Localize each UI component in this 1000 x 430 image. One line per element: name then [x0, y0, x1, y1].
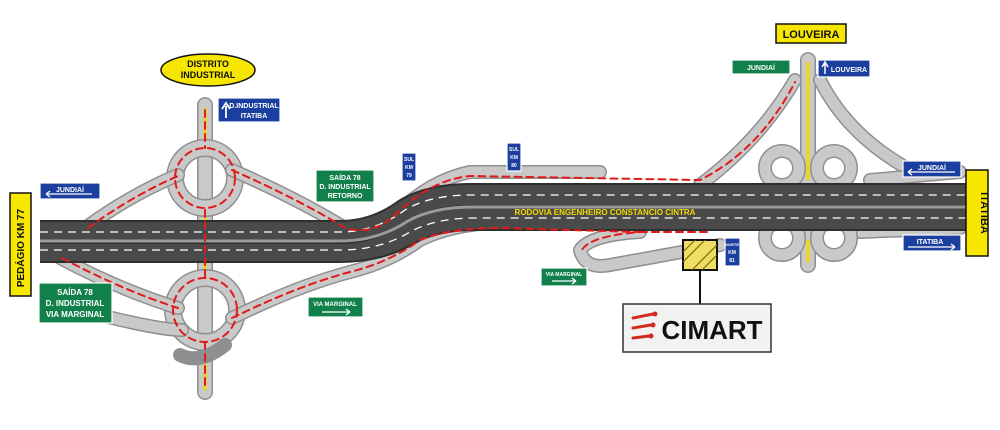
- retorno-line-3: RETORNO: [328, 193, 363, 200]
- arrow-right-icon: [908, 243, 956, 251]
- sign-sul-km80: SUL KM 80: [506, 142, 522, 172]
- km80-line-3: 80: [511, 163, 517, 169]
- cimart-mark-icon: [631, 311, 658, 340]
- jundiai-east-label: JUNDIAÍ: [918, 163, 947, 172]
- jundiai-west-label: JUNDIAÍ: [56, 185, 85, 194]
- sign-saida78-via-marginal: SAÍDA 78 D. INDUSTRIAL VIA MARGINAL: [38, 282, 113, 324]
- km79-line-1: SUL: [404, 157, 414, 163]
- louveira-arrow-label: LOUVEIRA: [831, 67, 867, 74]
- louveira-label: LOUVEIRA: [783, 29, 840, 41]
- arrow-right-icon: [552, 277, 577, 285]
- distrito-line-1: DISTRITO: [187, 59, 229, 69]
- distrito-line-2: INDUSTRIAL: [181, 70, 236, 80]
- marginal-line-2: D. INDUSTRIAL: [46, 299, 105, 308]
- retorno-line-1: SAÍDA 78: [329, 173, 360, 182]
- cimart-name: CIMART: [661, 315, 762, 345]
- km81-line-3: 81: [729, 258, 735, 264]
- marginal-line-1: SAÍDA 78: [57, 288, 93, 297]
- km79-line-3: 79: [406, 173, 412, 179]
- sign-jundiai-east: JUNDIAÍ: [902, 160, 962, 178]
- pedagio-label: PEDÁGIO KM 77: [14, 208, 27, 287]
- sign-jundiai-top: JUNDIAÍ: [731, 59, 791, 75]
- arrow-left-icon: [907, 168, 955, 176]
- sign-jundiai-west: JUNDIAÍ: [39, 182, 101, 200]
- via-marginal-right-label: VIA MARGINAL: [546, 272, 582, 278]
- sign-via-marginal-left: VIA MARGINAL: [307, 296, 364, 318]
- km81-line-2: KM: [728, 250, 736, 256]
- d-industrial-line-2: ITATIBA: [241, 113, 268, 120]
- sign-d-industrial-itatiba: D.INDUSTRIAL ITATIBA: [217, 97, 281, 123]
- km80-line-2: KM: [510, 155, 518, 161]
- place-louveira: LOUVEIRA: [775, 23, 847, 44]
- marginal-line-3: VIA MARGINAL: [46, 310, 104, 319]
- place-pedagio: PEDÁGIO KM 77: [9, 192, 32, 297]
- arrow-up-icon: [221, 101, 231, 118]
- cimart-logo-box: CIMART: [622, 303, 772, 353]
- cimart-location-marker: [682, 239, 718, 304]
- place-distrito-industrial: DISTRITO INDUSTRIAL: [160, 53, 256, 87]
- retorno-line-2: D. INDUSTRIAL: [319, 184, 371, 191]
- km79-line-2: KM: [405, 165, 413, 171]
- sign-louveira-arrow: LOUVEIRA: [817, 59, 871, 78]
- highway-name: RODOVIA ENGENHEIRO CONSTANCIO CINTRA: [515, 208, 696, 217]
- km81-line-1: NORTE: [725, 242, 739, 247]
- sign-via-marginal-right: VIA MARGINAL: [540, 267, 588, 287]
- km80-line-1: SUL: [509, 147, 519, 153]
- place-itatiba: ITATIBA: [965, 169, 990, 257]
- arrow-right-icon: [322, 308, 351, 316]
- itatiba-label: ITATIBA: [978, 192, 990, 234]
- via-marginal-left-label: VIA MARGINAL: [313, 302, 357, 308]
- itatiba-east-label: ITATIBA: [917, 239, 944, 246]
- d-industrial-line-1: D.INDUSTRIAL: [229, 103, 279, 110]
- arrow-left-icon: [45, 190, 92, 198]
- sign-saida78-retorno: SAÍDA 78 D. INDUSTRIAL RETORNO: [315, 169, 375, 203]
- sign-norte-km81: NORTE KM 81: [724, 237, 741, 267]
- sign-sul-km79: SUL KM 79: [401, 152, 417, 182]
- sign-itatiba-east: ITATIBA: [902, 234, 962, 252]
- arrow-up-icon: [821, 60, 829, 74]
- route-path: [61, 81, 796, 389]
- jundiai-top-label: JUNDIAÍ: [747, 63, 776, 72]
